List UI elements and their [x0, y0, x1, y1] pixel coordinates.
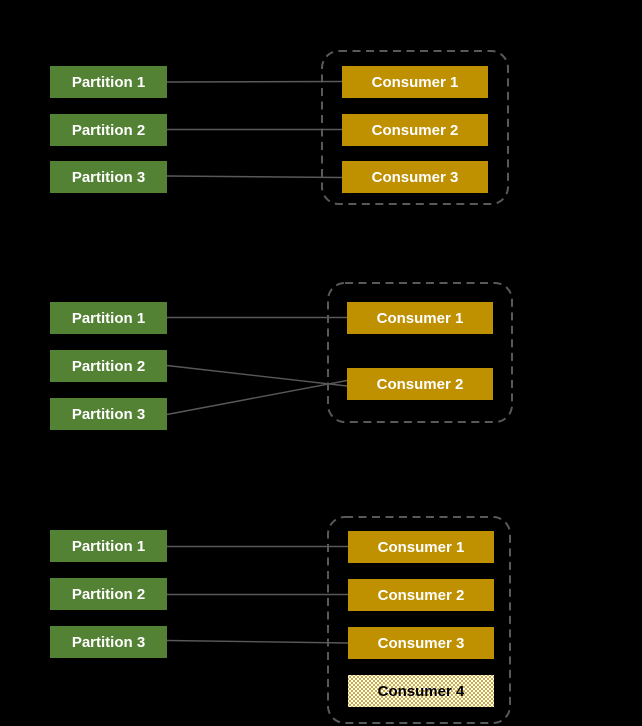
partition-box: Partition 1	[50, 530, 167, 562]
partition-box: Partition 1	[50, 302, 167, 334]
consumer-box: Consumer 1	[342, 66, 488, 98]
partition-box: Partition 3	[50, 626, 167, 658]
connector-line	[166, 639, 349, 644]
connector-line	[166, 175, 343, 179]
consumer-box: Consumer 3	[342, 161, 488, 193]
consumer-group-border	[327, 516, 511, 724]
consumer-box: Consumer 2	[347, 368, 493, 400]
idle-consumer-box: Consumer 4	[348, 675, 494, 707]
partition-box: Partition 1	[50, 66, 167, 98]
partition-box: Partition 3	[50, 161, 167, 193]
connector-line	[166, 364, 348, 387]
consumer-group-border	[327, 282, 513, 423]
connector-line	[166, 379, 348, 416]
partition-box: Partition 2	[50, 114, 167, 146]
partition-box: Partition 2	[50, 350, 167, 382]
partition-box: Partition 3	[50, 398, 167, 430]
connector-line	[166, 80, 343, 83]
consumer-box: Consumer 2	[348, 579, 494, 611]
consumer-box: Consumer 3	[348, 627, 494, 659]
consumer-box: Consumer 2	[342, 114, 488, 146]
partition-box: Partition 2	[50, 578, 167, 610]
consumer-box: Consumer 1	[347, 302, 493, 334]
consumer-box: Consumer 1	[348, 531, 494, 563]
